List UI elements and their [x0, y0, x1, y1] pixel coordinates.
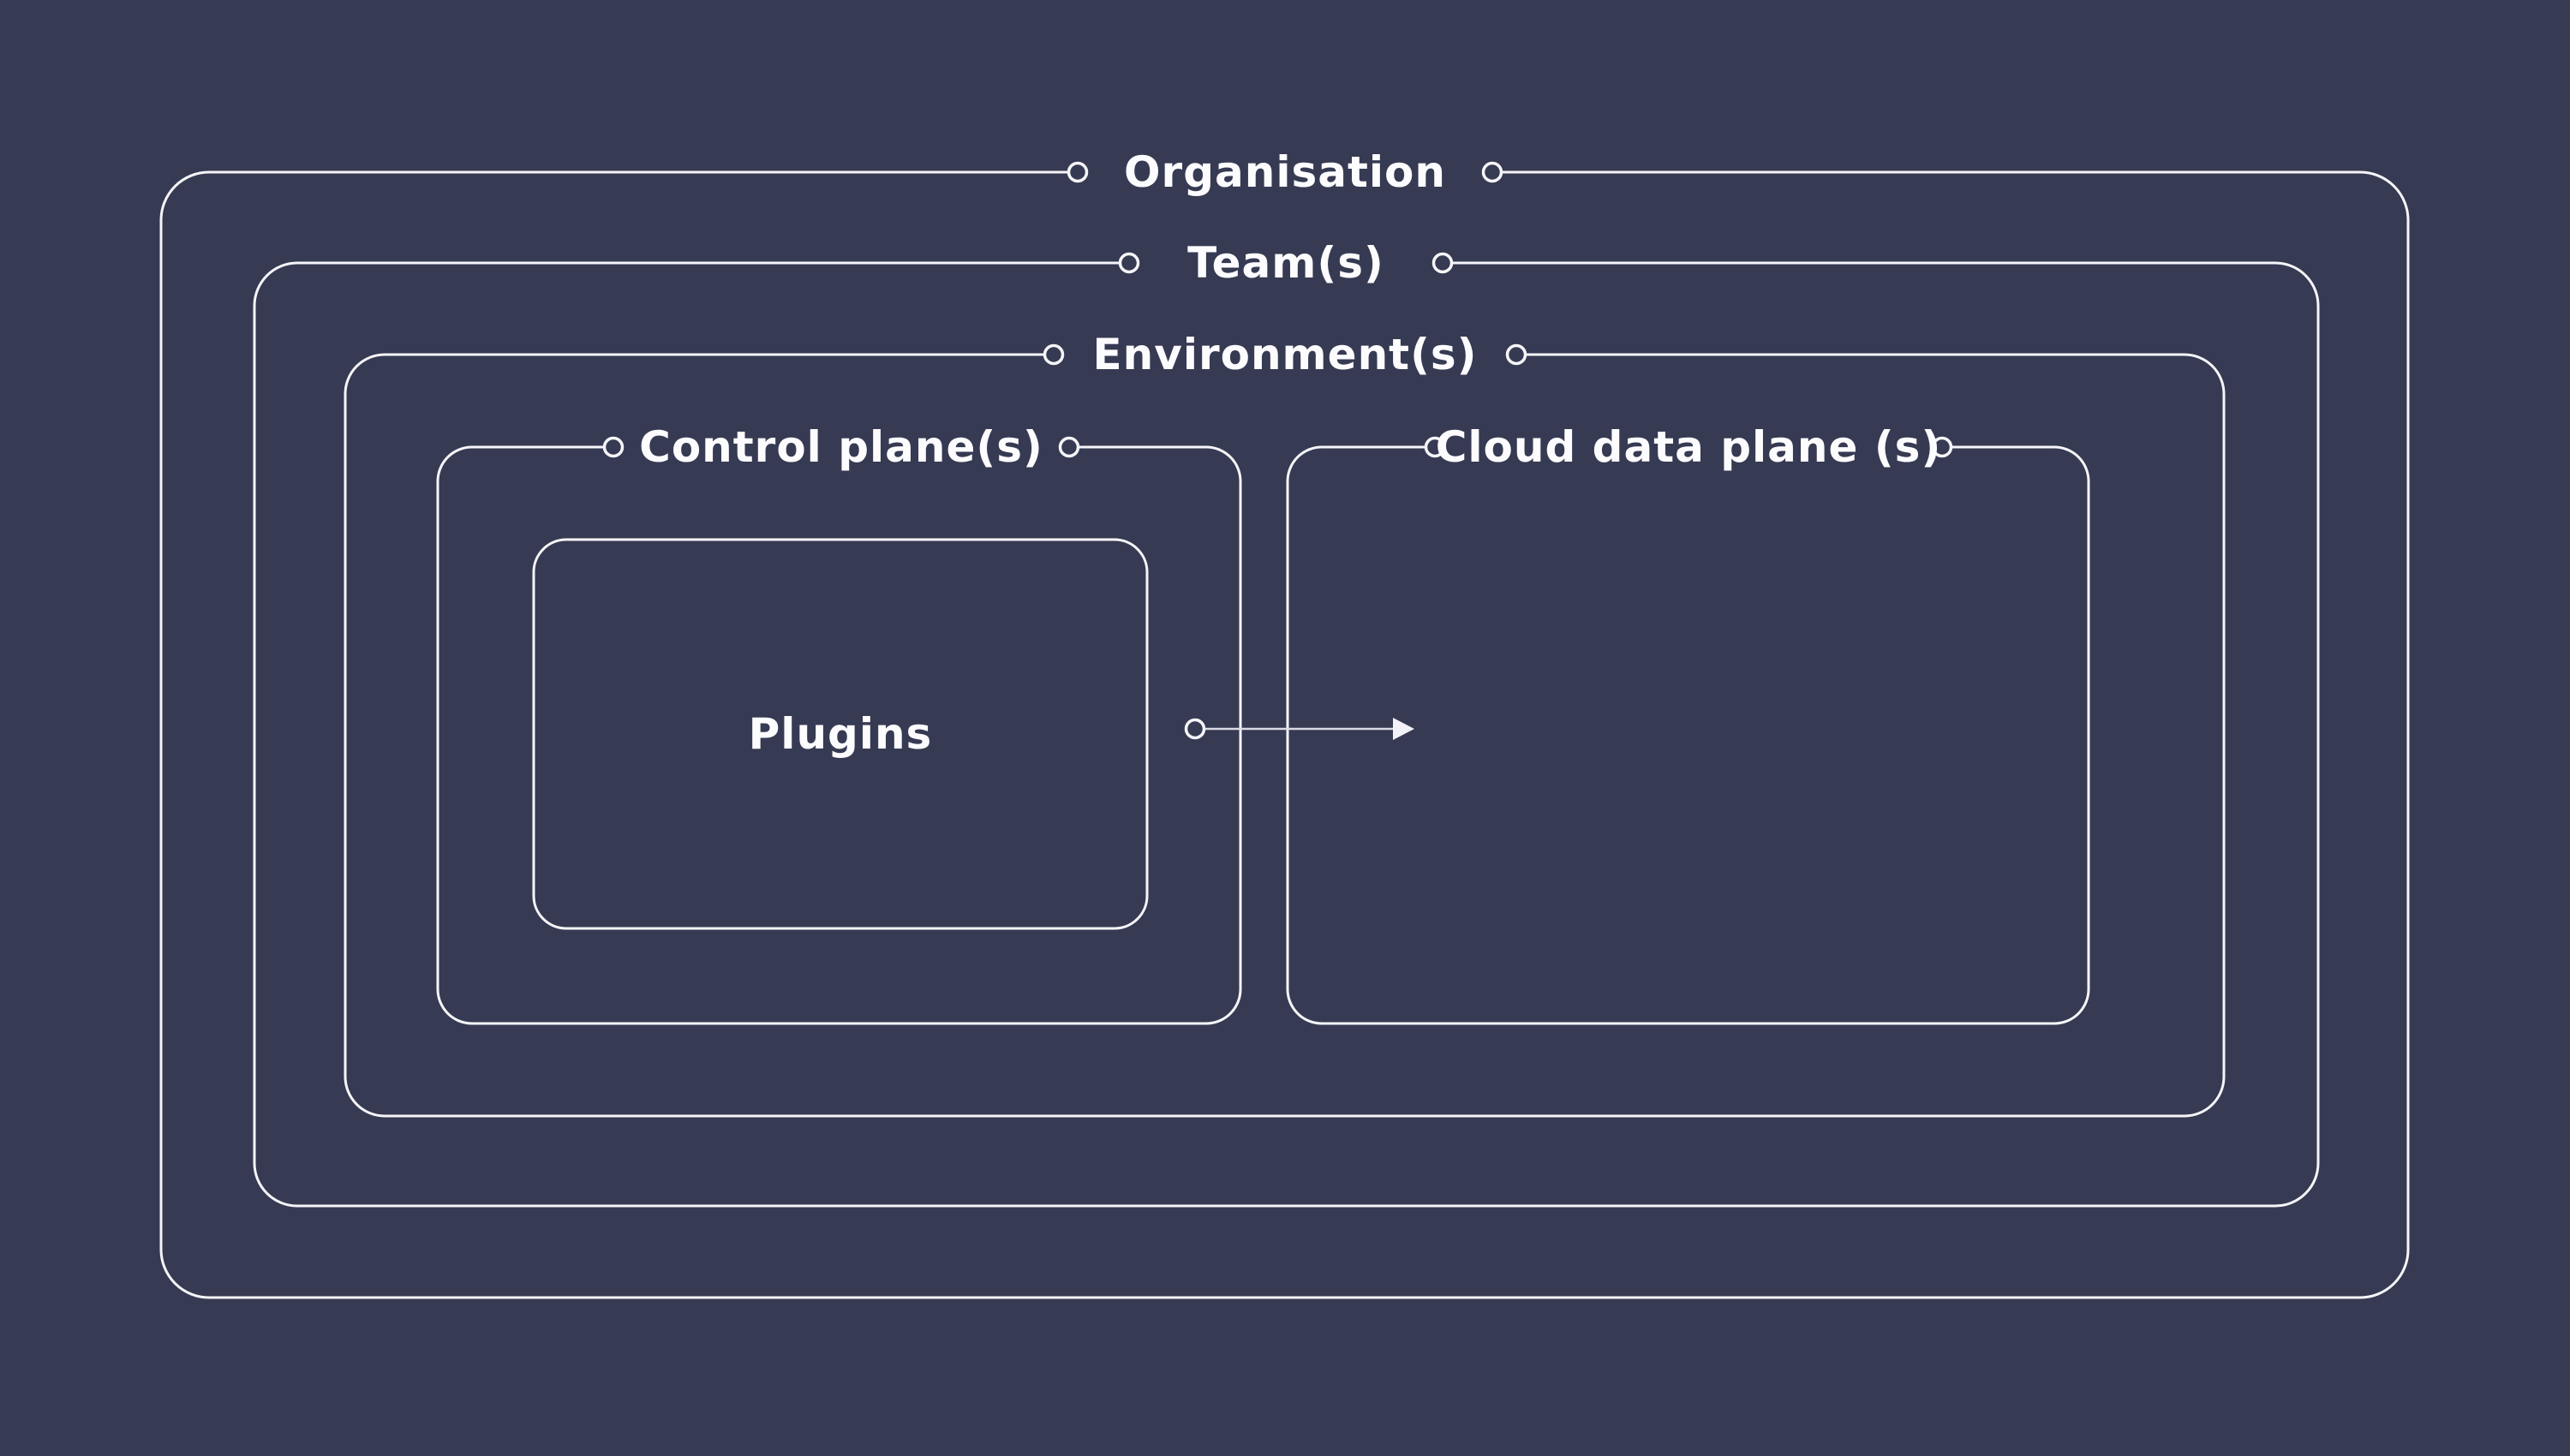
connector-dot	[1431, 252, 1454, 274]
label-organisation: Organisation	[1124, 147, 1446, 197]
label-team: Team(s)	[1187, 238, 1384, 288]
organisation-box	[159, 170, 2410, 1299]
label-control-plane: Control plane(s)	[639, 422, 1043, 472]
arrow-control-to-cloud	[1184, 718, 1414, 740]
label-environment: Environment(s)	[1092, 330, 1477, 379]
connector-dot	[1043, 343, 1065, 366]
connector-dot	[1481, 161, 1503, 183]
label-cloud-data-plane: Cloud data plane (s)	[1436, 422, 1942, 472]
plugins-box	[532, 538, 1149, 930]
connector-dot	[1067, 161, 1089, 183]
connector-dot	[602, 436, 625, 458]
connector-dot	[1505, 343, 1527, 366]
label-plugins: Plugins	[749, 709, 933, 759]
connector-dot	[1931, 436, 1953, 458]
connector-dot	[1118, 252, 1140, 274]
connector-dot	[1424, 436, 1446, 458]
team-box	[253, 261, 2320, 1208]
connector-dot	[1058, 436, 1080, 458]
control-plane-box	[436, 445, 1242, 1025]
arrow-start-dot	[1184, 718, 1206, 740]
environment-box	[344, 353, 2226, 1118]
arrow-head-icon	[1393, 718, 1414, 740]
cloud-data-plane-box	[1286, 445, 2090, 1025]
